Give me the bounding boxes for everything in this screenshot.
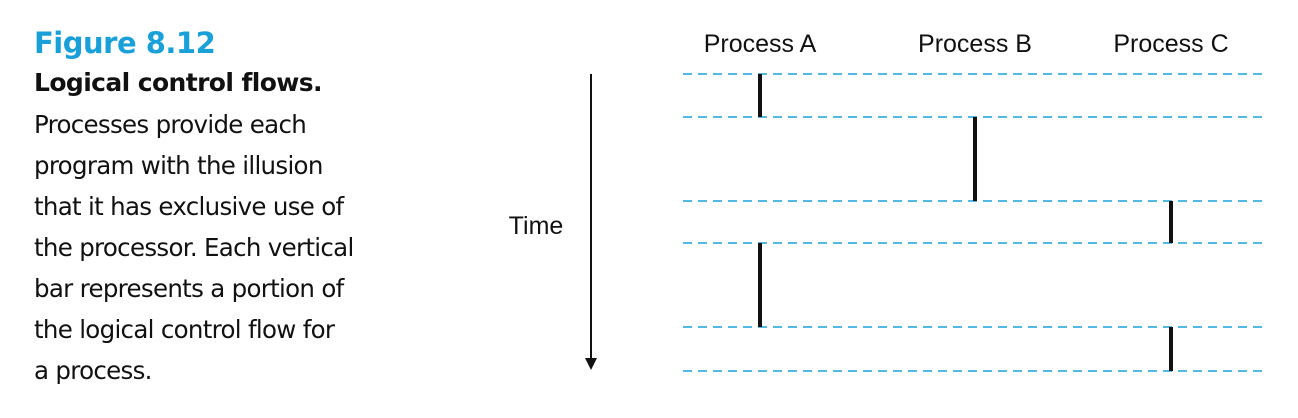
control-flow-bars bbox=[758, 74, 1173, 371]
time-axis-arrow bbox=[585, 74, 597, 370]
time-axis-label: Time bbox=[509, 212, 564, 240]
process-header-a: Process A bbox=[704, 30, 817, 58]
figure-label: Figure 8.12 bbox=[34, 26, 216, 60]
figure-caption: Figure 8.12 Logical control flows. Proce… bbox=[34, 26, 434, 391]
process-headers: Process A Process B Process C bbox=[704, 30, 1229, 58]
figure-description: Processes provide each program with the … bbox=[34, 110, 354, 385]
process-header-b: Process B bbox=[918, 30, 1032, 58]
process-header-c: Process C bbox=[1113, 30, 1228, 58]
figure-heading: Logical control flows. bbox=[34, 68, 323, 97]
time-axis-arrowhead bbox=[585, 358, 597, 370]
